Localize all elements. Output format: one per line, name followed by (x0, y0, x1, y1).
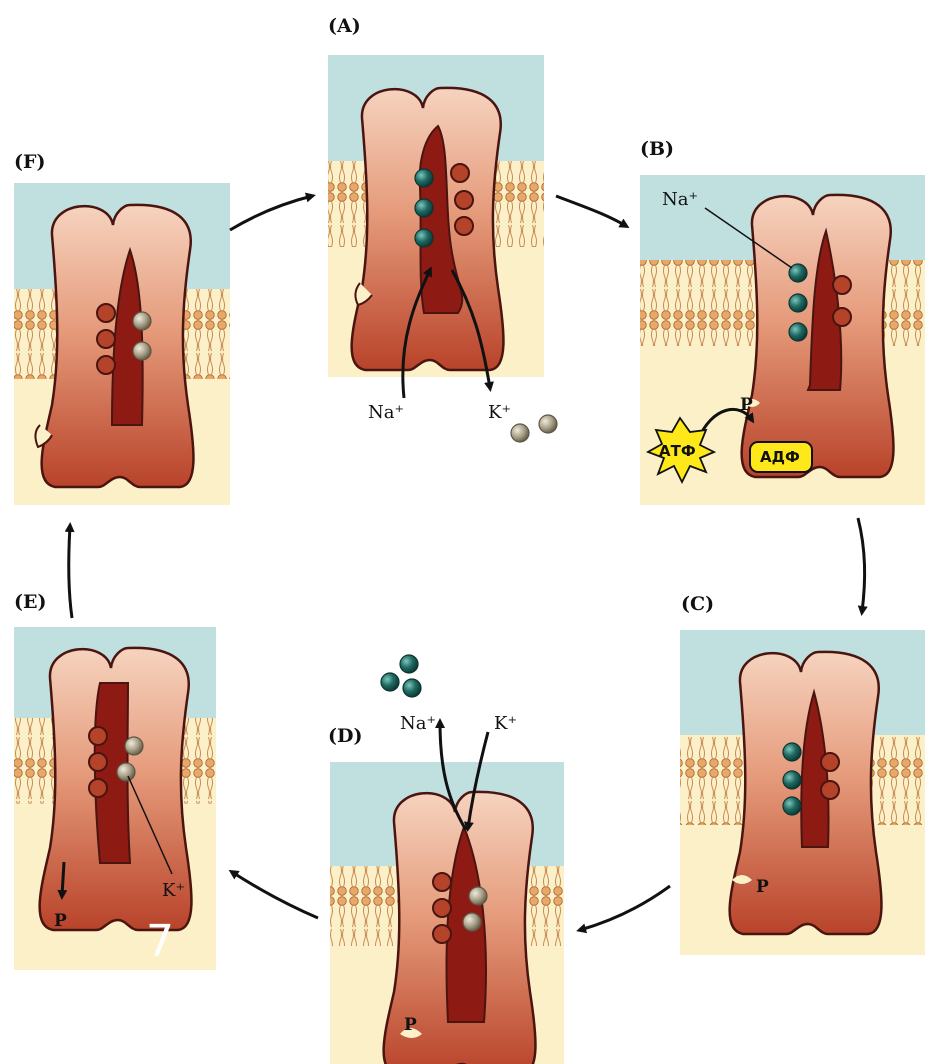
panel-e-potassium-label: K⁺ (162, 880, 185, 901)
sodium-ion (403, 679, 421, 697)
sodium-ion (789, 264, 807, 282)
sodium-ion (415, 169, 433, 187)
sodium-ion (789, 294, 807, 312)
potassium-ion (125, 737, 143, 755)
panel-c-label: (C) (681, 593, 714, 615)
potassium-ion (463, 913, 481, 931)
panel-b-sodium-label: Na⁺ (662, 189, 698, 210)
arrow-a-to-b (556, 196, 626, 226)
sodium-ion (789, 323, 807, 341)
sodium-ion (415, 199, 433, 217)
panel-a-potassium-label: K⁺ (488, 402, 511, 423)
panel-c-phosphate-label: P (756, 877, 769, 897)
page-number: 7 (146, 916, 174, 967)
panel-a-label: (A) (328, 15, 361, 37)
panel-d-potassium-label: K⁺ (494, 713, 517, 734)
panel-a (328, 55, 557, 442)
panel-f-label: (F) (14, 151, 45, 173)
panel-d-sodium-label: Na⁺ (400, 713, 436, 734)
potassium-ion (133, 312, 151, 330)
potassium-ion (117, 763, 135, 781)
panel-b-phosphate-label: P (740, 395, 753, 415)
arrow-b-to-c (858, 518, 865, 612)
panel-e (14, 627, 216, 970)
sodium-ion (400, 655, 418, 673)
panel-e-label: (E) (14, 591, 46, 613)
panel-b-label: (B) (640, 138, 674, 160)
potassium-ion (539, 415, 557, 433)
potassium-ion (511, 424, 529, 442)
arrow-e-to-f (69, 526, 72, 618)
sodium-ion (381, 673, 399, 691)
sodium-ion (783, 771, 801, 789)
sodium-ion (415, 229, 433, 247)
sodium-ion (783, 797, 801, 815)
potassium-ion (133, 342, 151, 360)
phosphate-release-arrow (62, 862, 64, 896)
panel-e-phosphate-label: P (54, 911, 67, 931)
panel-f (14, 183, 230, 505)
panel-a-sodium-label: Na⁺ (368, 402, 404, 423)
arrow-f-to-a (230, 196, 312, 230)
arrow-d-to-e (232, 872, 318, 918)
adp-label: АДФ (760, 448, 800, 466)
panel-d (330, 655, 564, 1064)
sodium-ion (783, 743, 801, 761)
atp-label: АТФ (659, 442, 696, 460)
panel-c (680, 630, 925, 955)
arrow-c-to-d (580, 886, 670, 930)
potassium-ion (469, 887, 487, 905)
panel-d-phosphate-label: P (404, 1015, 417, 1035)
panel-d-label: (D) (328, 725, 362, 747)
